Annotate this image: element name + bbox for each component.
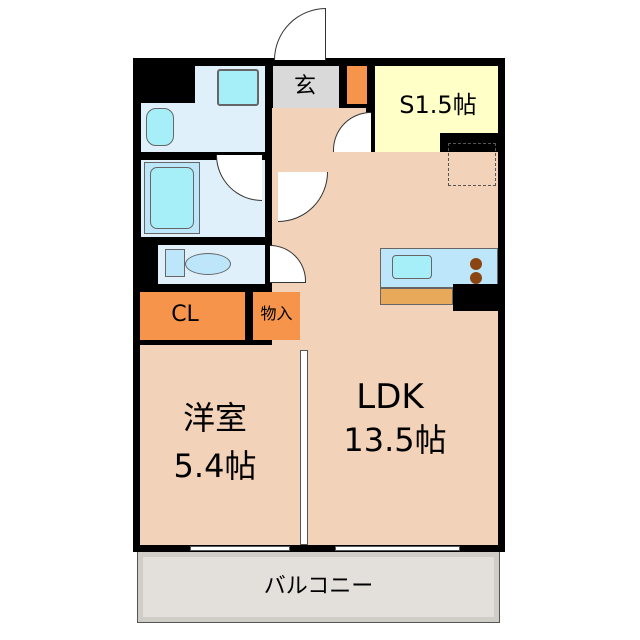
storage-closet [253, 292, 300, 340]
stove-burner [470, 258, 482, 270]
ldk-floor [272, 152, 498, 545]
entrance-label: 玄 [293, 74, 316, 99]
s-room-label: S1.5帖 [399, 91, 477, 119]
entrance [273, 66, 339, 108]
bathtub-basin [150, 167, 194, 229]
bedroom-window [190, 546, 290, 551]
closet-label: CL [171, 302, 199, 327]
toilet [165, 249, 185, 277]
toilet-bowl [185, 253, 231, 275]
stove-burner [470, 272, 482, 284]
s-room-lower [375, 130, 440, 152]
storage-label: 物入 [260, 304, 293, 323]
kitchen-sink [392, 255, 432, 279]
ldk-window [335, 546, 460, 551]
sliding-door[interactable] [300, 350, 308, 545]
ldk-name: LDK [356, 377, 424, 417]
balcony [137, 552, 500, 623]
closet [140, 292, 245, 340]
kitchen-pillar [453, 284, 498, 311]
balcony-label: バルコニー [263, 574, 374, 599]
fridge-space [448, 143, 496, 186]
kitchen-bar [380, 288, 453, 305]
sink [146, 108, 174, 146]
shoe-cabinet [347, 66, 367, 104]
bedroom [140, 345, 300, 545]
ldk-size: 13.5帖 [343, 421, 447, 459]
bedroom-size: 5.4帖 [173, 447, 257, 485]
washing-machine [217, 69, 259, 106]
s-room [375, 66, 498, 133]
bedroom-name: 洋室 [182, 399, 247, 437]
entrance-door[interactable] [274, 8, 326, 60]
